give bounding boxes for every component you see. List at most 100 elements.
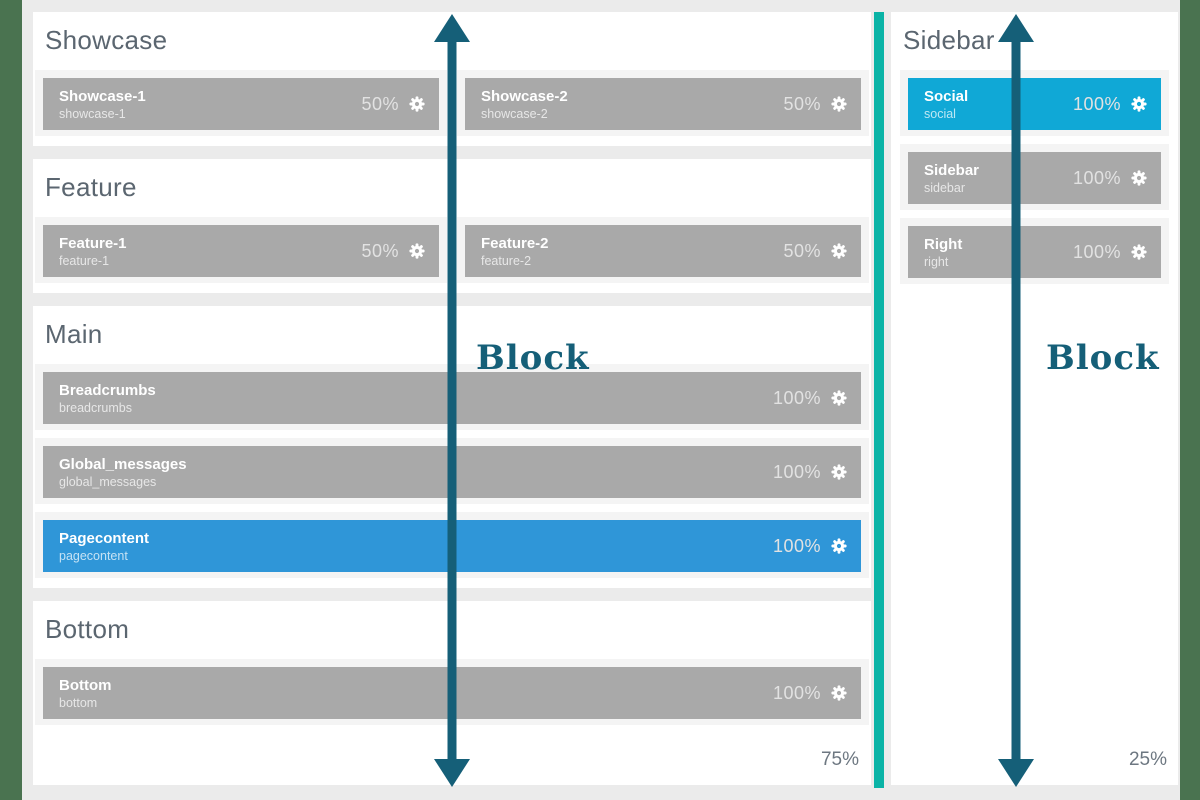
component-row[interactable]: Showcase-1 showcase-1 50% xyxy=(43,78,439,130)
component-labels: Right right xyxy=(924,235,962,270)
gear-icon[interactable] xyxy=(831,96,847,112)
section-rows: Social social 100% xyxy=(900,70,1169,284)
section-card-bottom: Bottom Bottom bottom 100% xyxy=(33,601,871,785)
component-title: Sidebar xyxy=(924,161,980,179)
component-slug: feature-1 xyxy=(59,253,110,268)
component-row[interactable]: Social social 100% xyxy=(908,78,1161,130)
component-row[interactable]: Bottom bottom 100% xyxy=(43,667,861,719)
section-card-sidebar: Sidebar Social social 100% xyxy=(891,12,1178,785)
section-title: Showcase xyxy=(45,25,168,55)
gear-icon[interactable] xyxy=(831,464,847,480)
gear-icon[interactable] xyxy=(831,243,847,259)
component-width-value: 50% xyxy=(361,240,399,261)
component-controls: 50% xyxy=(361,241,425,262)
component-controls: 100% xyxy=(1073,94,1147,115)
component-labels: Global_messages global_messages xyxy=(59,455,187,490)
component-slug: feature-2 xyxy=(481,253,532,268)
component-title: Showcase-1 xyxy=(59,87,146,105)
component-drop-zone: Breadcrumbs breadcrumbs 100% xyxy=(35,364,869,430)
gear-icon[interactable] xyxy=(409,243,425,259)
gear-icon[interactable] xyxy=(409,96,425,112)
section-rows: Bottom bottom 100% xyxy=(35,659,869,725)
component-width-value: 100% xyxy=(1072,241,1121,262)
component-controls: 50% xyxy=(361,94,425,115)
component-width-value: 100% xyxy=(772,682,821,703)
section-title: Feature xyxy=(45,172,137,202)
component-width-value: 100% xyxy=(1072,93,1121,114)
component-drop-zone: Feature-2 feature-2 50% xyxy=(457,217,869,283)
gear-icon[interactable] xyxy=(1131,170,1147,186)
component-drop-zone: Right right 100% xyxy=(900,218,1169,284)
component-slug: breadcrumbs xyxy=(59,400,132,415)
component-width-value: 100% xyxy=(772,461,821,482)
component-drop-zone: Global_messages global_messages 100% xyxy=(35,438,869,504)
component-labels: Feature-1 feature-1 xyxy=(59,234,127,269)
component-drop-zone: Pagecontent pagecontent 100% xyxy=(35,512,869,578)
section-card-main: Main Breadcrumbs breadcrumbs 100% xyxy=(33,306,871,588)
component-row[interactable]: Pagecontent pagecontent 100% xyxy=(43,520,861,572)
section-card-showcase: Showcase Showcase-1 showcase-1 50% xyxy=(33,12,871,146)
page-edge-right xyxy=(1180,0,1200,800)
component-title: Feature-1 xyxy=(59,234,127,252)
gear-icon[interactable] xyxy=(831,685,847,701)
component-drop-zone: Showcase-2 showcase-2 50% xyxy=(457,70,869,136)
component-labels: Sidebar sidebar xyxy=(924,161,979,196)
component-controls: 100% xyxy=(773,462,847,483)
layout-column-sidebar: Sidebar Social social 100% xyxy=(891,12,1178,785)
component-slug: sidebar xyxy=(924,180,965,195)
page-edge-left xyxy=(0,0,22,800)
component-controls: 100% xyxy=(1073,168,1147,189)
component-labels: Showcase-1 showcase-1 xyxy=(59,87,146,122)
component-controls: 100% xyxy=(773,683,847,704)
component-width-value: 50% xyxy=(783,240,821,261)
component-width-value: 100% xyxy=(772,535,821,556)
gear-icon[interactable] xyxy=(831,390,847,406)
component-title: Right xyxy=(924,235,963,253)
component-title: Bottom xyxy=(59,676,112,694)
section-card-feature: Feature Feature-1 feature-1 50% xyxy=(33,159,871,293)
section-rows: Feature-1 feature-1 50% xyxy=(35,217,869,283)
component-controls: 100% xyxy=(773,536,847,557)
gear-icon[interactable] xyxy=(831,538,847,554)
component-drop-zone: Feature-1 feature-1 50% xyxy=(35,217,447,283)
component-labels: Bottom bottom xyxy=(59,676,112,711)
component-labels: Breadcrumbs breadcrumbs xyxy=(59,381,156,416)
component-row[interactable]: Feature-2 feature-2 50% xyxy=(465,225,861,277)
component-title: Pagecontent xyxy=(59,529,150,547)
component-row[interactable]: Global_messages global_messages 100% xyxy=(43,446,861,498)
component-drop-zone: Showcase-1 showcase-1 50% xyxy=(35,70,447,136)
component-title: Breadcrumbs xyxy=(59,381,156,399)
column-width-label: 75% xyxy=(820,749,859,770)
section-rows: Showcase-1 showcase-1 50% xyxy=(35,70,869,136)
gear-icon[interactable] xyxy=(1131,244,1147,260)
layout-column-main: Showcase Showcase-1 showcase-1 50% xyxy=(33,12,871,785)
component-slug: global_messages xyxy=(59,474,157,489)
component-width-value: 100% xyxy=(1072,167,1121,188)
section-rows: Breadcrumbs breadcrumbs 100% xyxy=(35,364,869,578)
component-title: Social xyxy=(924,87,969,105)
column-divider xyxy=(874,12,884,788)
component-controls: 50% xyxy=(783,94,847,115)
component-row[interactable]: Feature-1 feature-1 50% xyxy=(43,225,439,277)
component-controls: 100% xyxy=(773,388,847,409)
component-row[interactable]: Breadcrumbs breadcrumbs 100% xyxy=(43,372,861,424)
component-row[interactable]: Right right 100% xyxy=(908,226,1161,278)
component-title: Global_messages xyxy=(59,455,187,473)
section-title: Sidebar xyxy=(903,25,995,55)
component-labels: Social social xyxy=(924,87,968,122)
component-title: Feature-2 xyxy=(481,234,549,252)
component-width-value: 50% xyxy=(361,93,399,114)
component-slug: social xyxy=(924,106,956,121)
component-labels: Feature-2 feature-2 xyxy=(481,234,549,269)
component-width-value: 100% xyxy=(772,387,821,408)
component-slug: showcase-1 xyxy=(59,106,126,121)
component-slug: pagecontent xyxy=(59,548,128,563)
gear-icon[interactable] xyxy=(1131,96,1147,112)
component-row[interactable]: Sidebar sidebar 100% xyxy=(908,152,1161,204)
component-width-value: 50% xyxy=(783,93,821,114)
component-labels: Showcase-2 showcase-2 xyxy=(481,87,568,122)
component-title: Showcase-2 xyxy=(481,87,568,105)
component-labels: Pagecontent pagecontent xyxy=(59,529,149,564)
component-row[interactable]: Showcase-2 showcase-2 50% xyxy=(465,78,861,130)
